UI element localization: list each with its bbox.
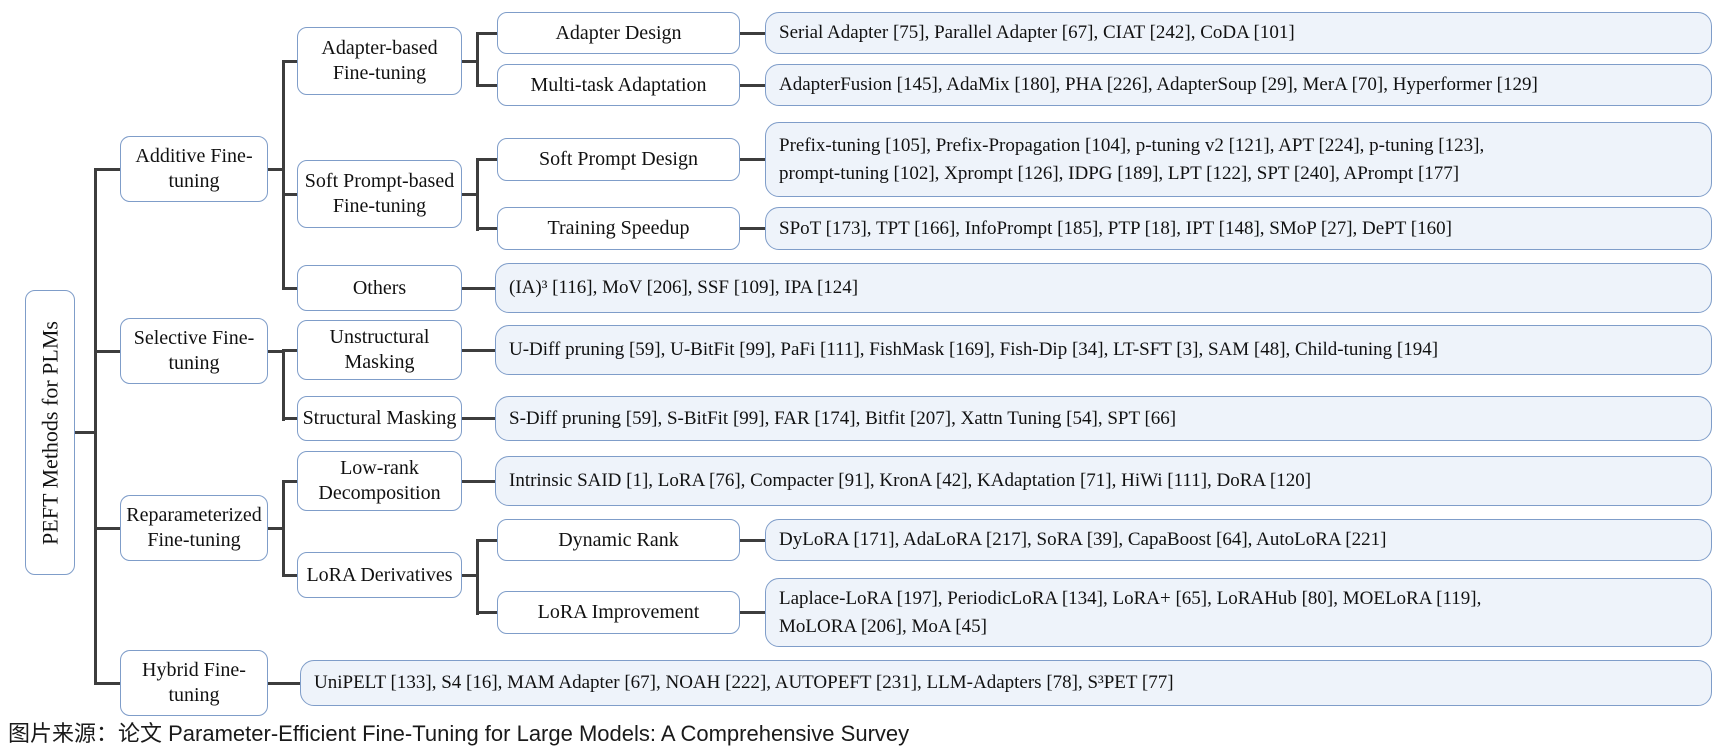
connector-line <box>740 84 765 87</box>
connector-line <box>462 60 477 63</box>
node-structural-masking: Structural Masking <box>297 396 462 441</box>
connector-line <box>477 227 497 230</box>
connector-line <box>268 168 283 171</box>
node-soft-prompt-based-fine-tuning: Soft Prompt-based Fine-tuning <box>297 160 462 228</box>
connector-line <box>477 158 497 161</box>
connector-line <box>282 60 285 290</box>
connector-line <box>94 168 97 685</box>
node-root: PEFT Methods for PLMs <box>25 290 75 575</box>
node-unstructural-masking: Unstructural Masking <box>297 320 462 380</box>
node-lora-improvement: LoRA Improvement <box>497 591 740 634</box>
connector-line <box>283 480 297 483</box>
connector-line <box>283 60 297 63</box>
node-soft-prompt-design: Soft Prompt Design <box>497 138 740 181</box>
connector-line <box>462 193 477 196</box>
leaf-dynamic-rank-refs: DyLoRA [171], AdaLoRA [217], SoRA [39], … <box>765 519 1712 561</box>
connector-line <box>268 682 300 685</box>
leaf-soft-prompt-design-refs: Prefix-tuning [105], Prefix-Propagation … <box>765 122 1712 197</box>
leaf-lora-improvement-refs: Laplace-LoRA [197], PeriodicLoRA [134], … <box>765 578 1712 647</box>
connector-line <box>283 417 297 420</box>
connector-line <box>477 539 497 542</box>
connector-line <box>95 527 120 530</box>
node-adapter-based-fine-tuning: Adapter-based Fine-tuning <box>297 27 462 95</box>
node-multi-task-adaptation: Multi-task Adaptation <box>497 64 740 106</box>
connector-line <box>283 287 297 290</box>
connector-line <box>740 539 765 542</box>
root-label: PEFT Methods for PLMs <box>37 320 63 545</box>
node-additive-fine-tuning: Additive Fine-tuning <box>120 136 268 202</box>
leaf-training-speedup-refs: SPoT [173], TPT [166], InfoPrompt [185],… <box>765 207 1712 250</box>
connector-line <box>462 574 477 577</box>
node-hybrid-fine-tuning: Hybrid Fine-tuning <box>120 650 268 716</box>
connector-line <box>268 350 283 353</box>
leaf-structural-masking-refs: S-Diff pruning [59], S-BitFit [99], FAR … <box>495 396 1712 441</box>
node-adapter-design: Adapter Design <box>497 12 740 54</box>
connector-line <box>476 32 479 87</box>
connector-line <box>740 611 765 614</box>
leaf-multi-task-adaptation-refs: AdapterFusion [145], AdaMix [180], PHA [… <box>765 64 1712 106</box>
node-reparameterized-fine-tuning: Reparameterized Fine-tuning <box>120 495 268 561</box>
connector-line <box>268 527 283 530</box>
node-selective-fine-tuning: Selective Fine-tuning <box>120 318 268 384</box>
connector-line <box>283 193 297 196</box>
connector-line <box>476 158 479 231</box>
connector-line <box>95 350 120 353</box>
connector-line <box>283 349 297 352</box>
node-others: Others <box>297 265 462 311</box>
connector-line <box>477 611 497 614</box>
leaf-unstructural-masking-refs: U-Diff pruning [59], U-BitFit [99], PaFi… <box>495 325 1712 375</box>
image-source-caption: 图片来源：论文 Parameter-Efficient Fine-Tuning … <box>8 721 910 746</box>
connector-line <box>282 480 285 577</box>
connector-line <box>477 84 497 87</box>
connector-line <box>462 349 495 352</box>
connector-line <box>95 682 120 685</box>
node-dynamic-rank: Dynamic Rank <box>497 519 740 561</box>
connector-line <box>740 227 765 230</box>
connector-line <box>740 158 765 161</box>
leaf-adapter-design-refs: Serial Adapter [75], Parallel Adapter [6… <box>765 12 1712 54</box>
connector-line <box>95 168 120 171</box>
connector-line <box>75 431 95 434</box>
connector-line <box>477 32 497 35</box>
leaf-hybrid-fine-tuning-refs: UniPELT [133], S4 [16], MAM Adapter [67]… <box>300 660 1712 706</box>
leaf-low-rank-decomposition-refs: Intrinsic SAID [1], LoRA [76], Compacter… <box>495 456 1712 506</box>
connector-line <box>282 349 285 421</box>
node-lora-derivatives: LoRA Derivatives <box>297 552 462 598</box>
connector-line <box>740 32 765 35</box>
connector-line <box>283 574 297 577</box>
connector-line <box>462 480 495 483</box>
connector-line <box>462 417 495 420</box>
node-low-rank-decomposition: Low-rank Decomposition <box>297 451 462 511</box>
node-training-speedup: Training Speedup <box>497 207 740 250</box>
connector-line <box>462 287 495 290</box>
connector-line <box>476 539 479 615</box>
leaf-others-refs: (IA)³ [116], MoV [206], SSF [109], IPA [… <box>495 263 1712 313</box>
